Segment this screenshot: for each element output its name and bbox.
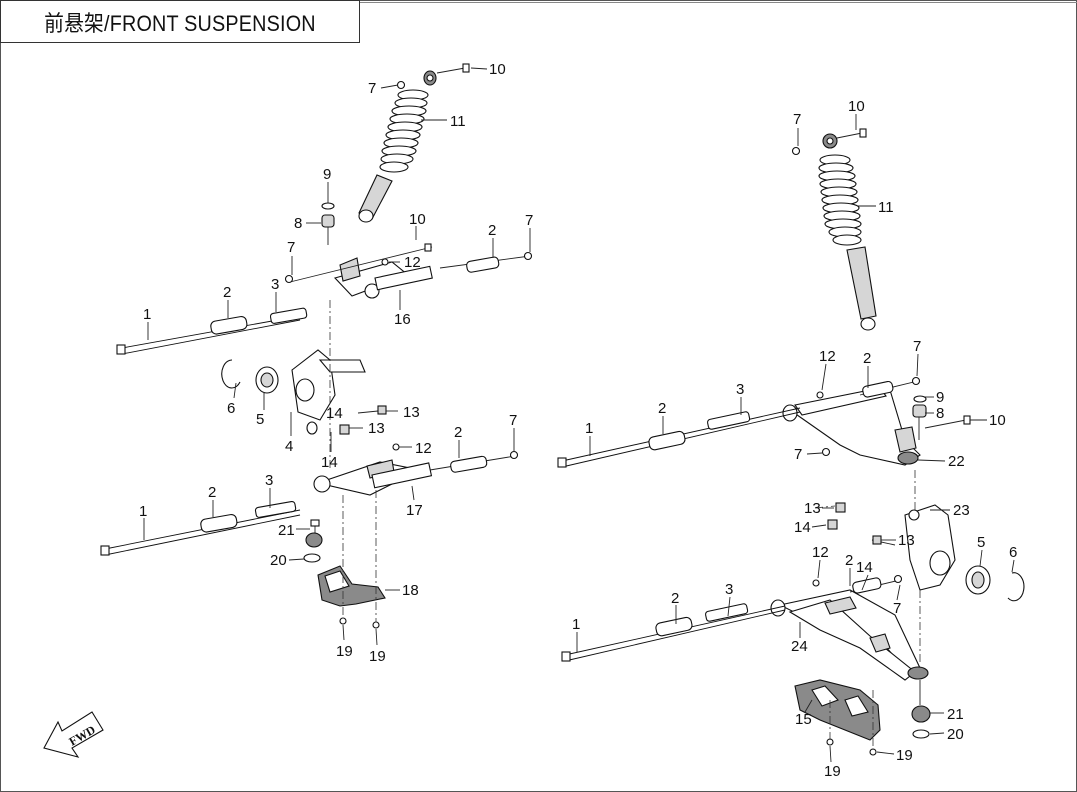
right-shock-absorber [818, 133, 877, 331]
callout-13: 13 [368, 420, 385, 437]
callout-13: 13 [898, 532, 915, 549]
callout-7: 7 [913, 338, 921, 355]
right-lower-ball-joint [911, 680, 931, 739]
callout-14: 14 [794, 519, 811, 536]
right-bolt-top [791, 128, 867, 156]
callout-9: 9 [936, 389, 944, 406]
left-lower-axle [100, 450, 519, 556]
callout-2: 2 [671, 590, 679, 607]
callout-22: 22 [948, 453, 965, 470]
callout-7: 7 [525, 212, 533, 229]
callout-2: 2 [845, 552, 853, 569]
callout-2: 2 [208, 484, 216, 501]
callout-19: 19 [369, 648, 386, 665]
callout-12: 12 [415, 440, 432, 457]
callout-10: 10 [409, 211, 426, 228]
left-bushings [339, 405, 400, 451]
callout-10: 10 [848, 98, 865, 115]
left-lower-arm [313, 459, 433, 496]
callout-13: 13 [403, 404, 420, 421]
callout-20: 20 [947, 726, 964, 743]
left-upper-ball-joint [321, 202, 335, 245]
callout-7: 7 [893, 600, 901, 617]
callout-1: 1 [143, 306, 151, 323]
callout-3: 3 [725, 581, 733, 598]
callout-12: 12 [819, 348, 836, 365]
callout-5: 5 [977, 534, 985, 551]
callout-16: 16 [394, 311, 411, 328]
left-skid-guard [317, 565, 386, 629]
callout-2: 2 [863, 350, 871, 367]
callout-14: 14 [321, 454, 338, 471]
callout-7: 7 [793, 111, 801, 128]
callout-6: 6 [1009, 544, 1017, 561]
callout-14: 14 [326, 405, 343, 422]
left-shock-absorber [358, 70, 437, 223]
callout-7: 7 [287, 239, 295, 256]
header-rule [360, 2, 1077, 3]
callout-21: 21 [947, 706, 964, 723]
callout-1: 1 [139, 503, 147, 520]
right-upper-axle [557, 376, 921, 468]
callout-11: 11 [878, 199, 894, 216]
right-assembly [557, 128, 1025, 756]
callout-1: 1 [585, 420, 593, 437]
callout-4: 4 [285, 438, 293, 455]
right-upper-ball-joint [912, 395, 971, 440]
callout-2: 2 [223, 284, 231, 301]
callout-3: 3 [271, 276, 279, 293]
left-knuckle-group [221, 349, 366, 435]
right-bushings [812, 502, 896, 587]
callout-7: 7 [509, 412, 517, 429]
right-lower-axle [561, 574, 903, 662]
callout-5: 5 [256, 411, 264, 428]
left-upper-bolt [116, 307, 308, 355]
callout-12: 12 [404, 254, 421, 271]
callout-8: 8 [936, 405, 944, 422]
right-knuckle [904, 504, 1025, 602]
callout-24: 24 [791, 638, 808, 655]
callout-12: 12 [812, 544, 829, 561]
callout-19: 19 [896, 747, 913, 764]
callout-14: 14 [856, 559, 873, 576]
callout-20: 20 [270, 552, 287, 569]
callout-6: 6 [227, 400, 235, 417]
callout-7: 7 [368, 80, 376, 97]
callout-15: 15 [795, 711, 812, 728]
callout-10: 10 [989, 412, 1006, 429]
left-lower-ball-joint [303, 519, 323, 563]
left-upper-arm [333, 257, 433, 299]
callout-21: 21 [278, 522, 295, 539]
right-lower-arm [770, 589, 929, 681]
callout-2: 2 [488, 222, 496, 239]
left-assembly [100, 63, 533, 629]
callout-19: 19 [336, 643, 353, 660]
page-title: 前悬架/FRONT SUSPENSION [44, 10, 316, 36]
callout-19: 19 [824, 763, 841, 780]
left-upper-axle [284, 243, 533, 284]
callout-23: 23 [953, 502, 970, 519]
callout-8: 8 [294, 215, 302, 232]
callout-3: 3 [736, 381, 744, 398]
title-box: 前悬架/FRONT SUSPENSION [0, 0, 360, 43]
fwd-arrow: FWD [43, 711, 104, 758]
callout-11: 11 [450, 113, 466, 130]
callout-13: 13 [804, 500, 821, 517]
callout-2: 2 [658, 400, 666, 417]
callout-9: 9 [323, 166, 331, 183]
callout-17: 17 [406, 502, 423, 519]
right-upper-arm [782, 387, 921, 466]
callout-labels: 7 10 11 9 8 10 7 12 2 7 2 3 1 16 6 5 4 1… [139, 61, 1017, 780]
callout-10: 10 [489, 61, 506, 78]
left-bolt-top [396, 63, 470, 90]
callout-1: 1 [572, 616, 580, 633]
callout-7: 7 [794, 446, 802, 463]
callout-3: 3 [265, 472, 273, 489]
callout-2: 2 [454, 424, 462, 441]
leader-lines [143, 67, 1015, 763]
callout-18: 18 [402, 582, 419, 599]
